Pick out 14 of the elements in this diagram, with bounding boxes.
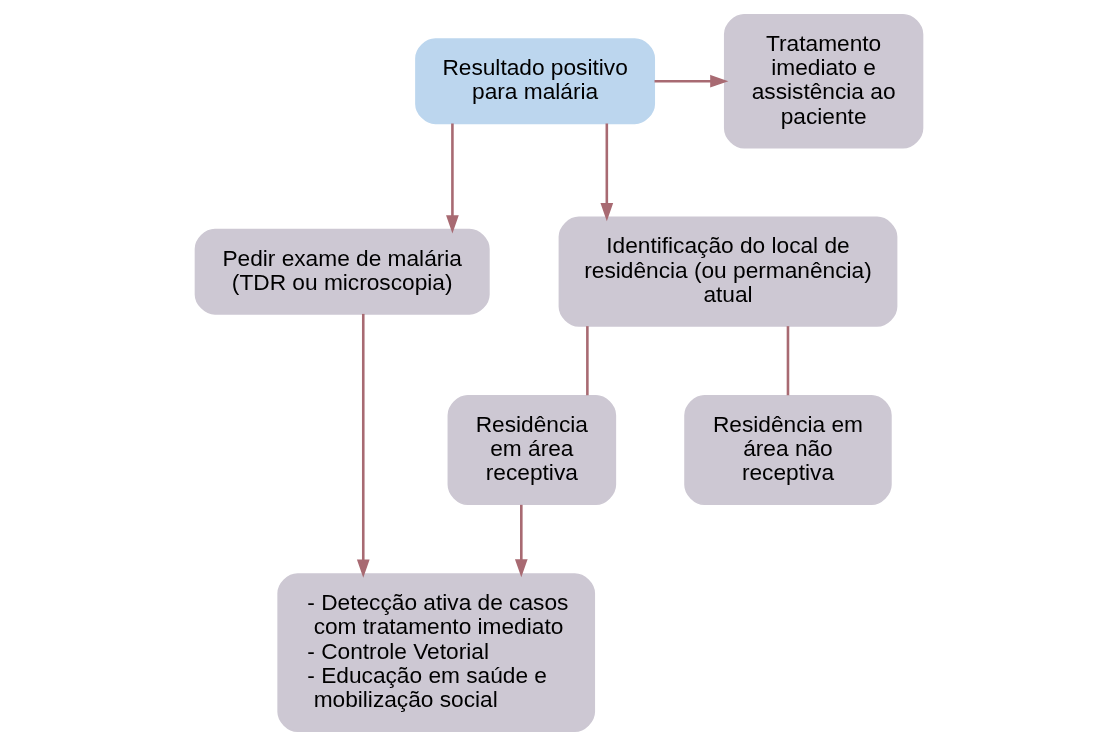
arrow: [514, 504, 528, 578]
arrow: [600, 123, 614, 222]
node-box: Identificação do local de residência (ou permanência) atual: [558, 216, 898, 327]
arrow: [356, 313, 370, 578]
node-box: Resultado positivo para malária: [415, 38, 656, 125]
node-box: Pedir exame de malária (TDR ou microscopia): [194, 228, 490, 315]
arrow: [654, 74, 729, 88]
connector: [586, 326, 589, 396]
arrow: [446, 123, 459, 234]
connector: [786, 326, 790, 396]
node-box: - Detecção ativa de casos com tratamento imediato - Controle Vetorial - Educação em saúde e mobilização social: [277, 573, 596, 733]
node-box: Tratamento imediato e assistência ao paciente: [723, 13, 924, 149]
node-box: Residência em área receptiva: [447, 394, 617, 506]
node-box: Residência em área não receptiva: [684, 394, 892, 506]
